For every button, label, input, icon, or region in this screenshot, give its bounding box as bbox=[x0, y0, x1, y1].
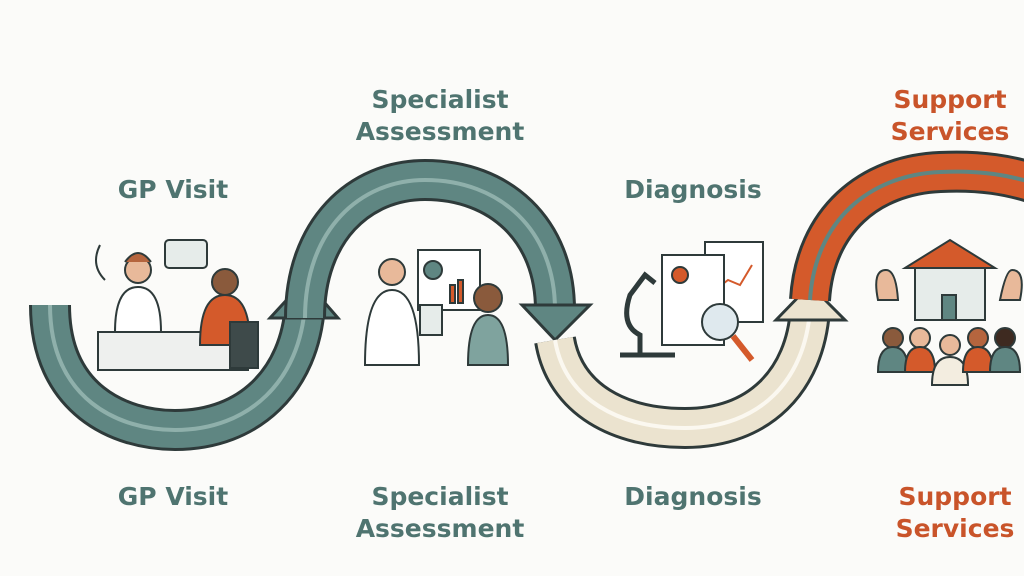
top-label-specialist-assessment: Specialist Assessment bbox=[356, 84, 525, 148]
arrow-specialist-to-diagnosis bbox=[284, 158, 594, 343]
speech-bubble-icon bbox=[164, 239, 208, 269]
top-label-support-services: Support Services bbox=[891, 84, 1010, 148]
bottom-label-specialist-assessment: Specialist Assessment bbox=[356, 481, 525, 545]
arrowhead-up-icon bbox=[772, 282, 849, 322]
label-line: Support bbox=[893, 85, 1007, 114]
bottom-label-diagnosis: Diagnosis bbox=[624, 482, 762, 511]
label-line: Specialist bbox=[371, 482, 509, 511]
magnifier-icon bbox=[701, 303, 739, 341]
label-line: Assessment bbox=[355, 514, 525, 543]
clipboard-icon bbox=[419, 304, 443, 336]
label-line: Services bbox=[895, 514, 1015, 543]
label-line: Specialist bbox=[371, 85, 509, 114]
arrow-support-services bbox=[789, 150, 1024, 303]
label-line: Assessment bbox=[355, 117, 525, 146]
label-line: Support bbox=[898, 482, 1012, 511]
support-illustration bbox=[875, 238, 1023, 386]
specialist-illustration bbox=[363, 249, 510, 366]
label-line: Services bbox=[890, 117, 1010, 146]
top-label-diagnosis: Diagnosis bbox=[624, 175, 762, 204]
hand-icon bbox=[998, 268, 1023, 301]
top-label-gp-visit: GP Visit bbox=[117, 175, 229, 204]
stethoscope-icon bbox=[95, 244, 106, 281]
microscope-icon bbox=[620, 271, 675, 358]
arrow-diagnosis-to-support bbox=[534, 282, 849, 450]
diagnosis-illustration bbox=[620, 241, 764, 362]
doctor-patient-illustration bbox=[95, 239, 259, 371]
bottom-label-support-services: Support Services bbox=[896, 481, 1015, 545]
bottom-label-gp-visit: GP Visit bbox=[117, 482, 229, 511]
arrowhead-down-icon bbox=[518, 303, 594, 343]
hand-icon bbox=[875, 268, 900, 301]
